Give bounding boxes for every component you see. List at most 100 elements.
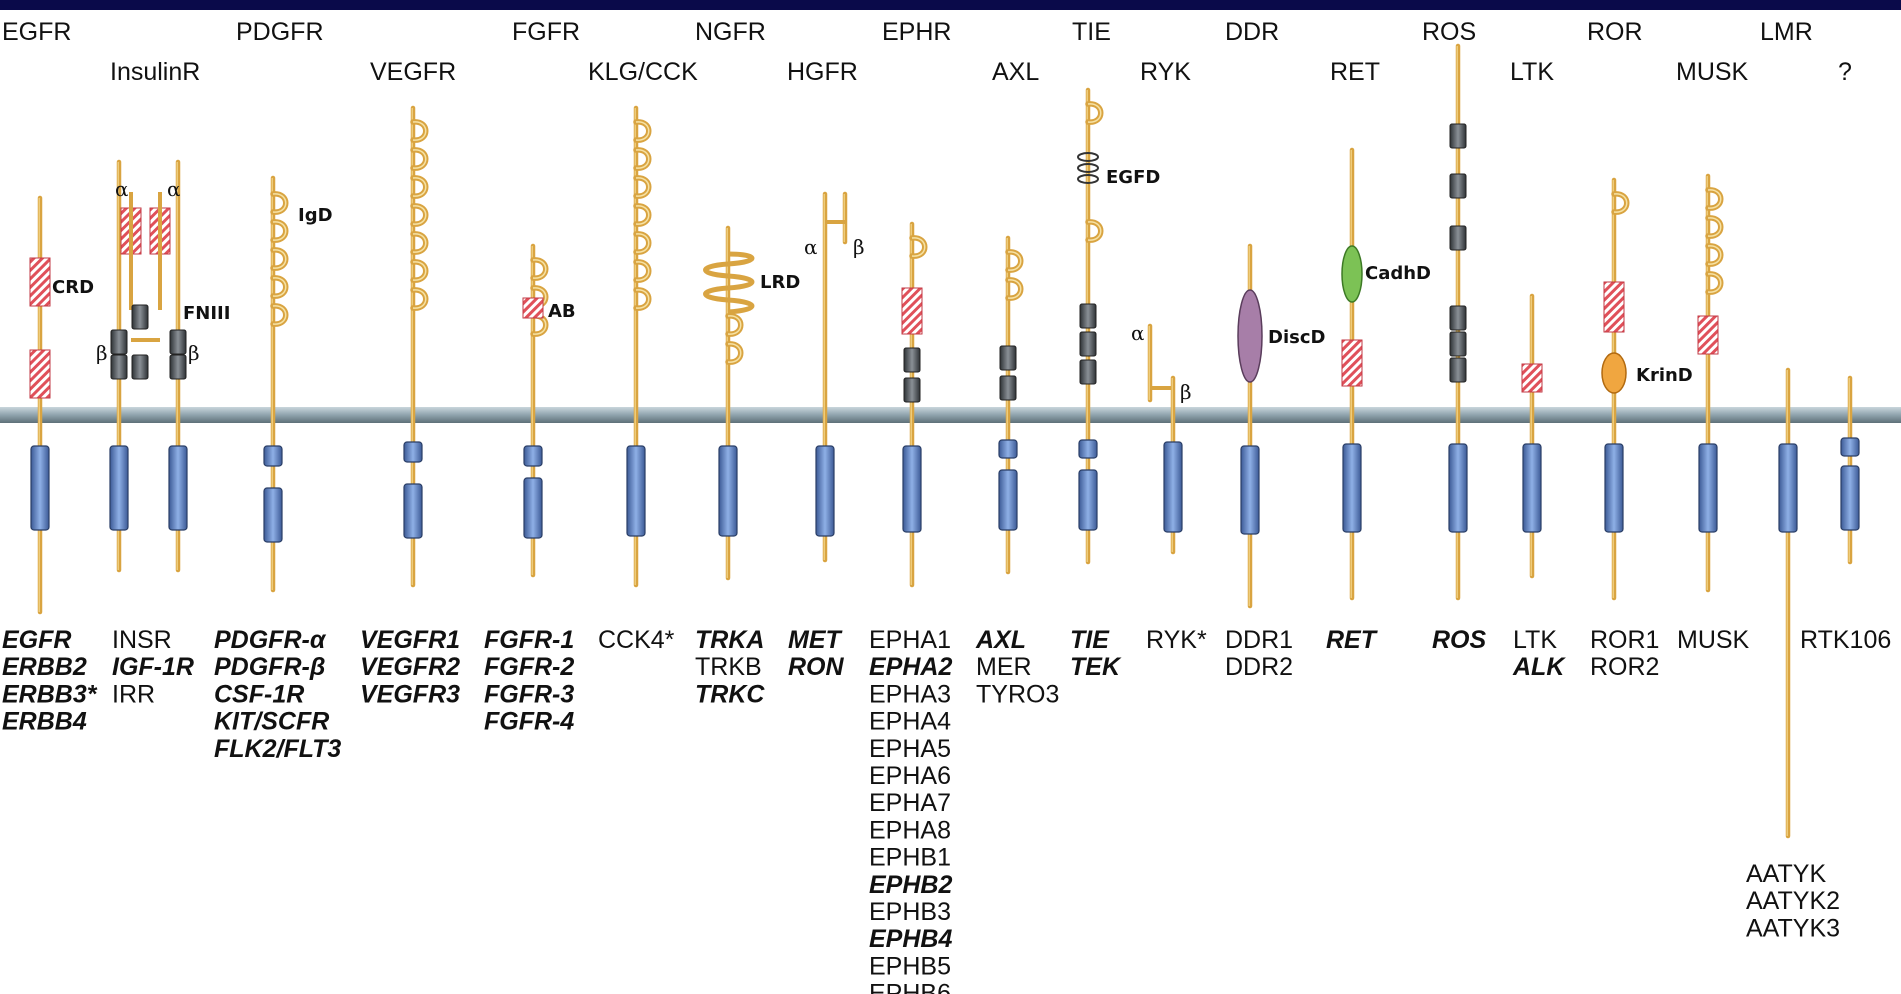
member-pdgfr-3: KIT/SCFR — [214, 708, 329, 736]
family-ryk: RYK — [1140, 58, 1191, 86]
member-ltk-1: ALK — [1512, 653, 1566, 681]
trk-lrd — [703, 251, 755, 315]
member-insulinr-1: IGF-1R — [112, 653, 194, 681]
member-insulinr-2: IRR — [112, 680, 155, 708]
klg-kinase — [626, 445, 646, 537]
member-ephr-7: EPHA8 — [869, 816, 951, 844]
insr-fniii-3 — [110, 329, 128, 355]
member-lmr-0: AATYK — [1746, 860, 1826, 888]
insr-kinase-right — [168, 445, 188, 531]
domain-ab-label: AB — [548, 301, 576, 322]
receptor-structures — [29, 43, 1860, 839]
family-ngfr: NGFR — [695, 18, 766, 46]
ros-fn-6 — [1449, 357, 1467, 383]
ryk-beta: β — [1180, 380, 1192, 404]
member-ngfr-0: TRKA — [695, 626, 764, 654]
tie-fn-2 — [1079, 331, 1097, 357]
rtk106-kinase-1 — [1840, 437, 1860, 457]
member-egfr-1: ERBB2 — [2, 653, 87, 681]
eph-crd — [901, 287, 923, 335]
ltk-kinase — [1522, 443, 1542, 533]
insr-alpha-left: α — [115, 177, 129, 201]
insr-kinase-left — [109, 445, 129, 531]
ddr-kinase — [1240, 445, 1260, 535]
member-ddr-1: DDR2 — [1225, 653, 1293, 681]
member-ngfr-1: TRKB — [695, 653, 762, 681]
ros-fn-5 — [1449, 331, 1467, 357]
member-lmr-2: AATYK3 — [1746, 914, 1840, 942]
domain-lrd-label: LRD — [760, 272, 800, 293]
rtk106-kinase-2 — [1840, 465, 1860, 531]
tie-kinase-2 — [1078, 469, 1098, 531]
member-pdgfr-4: FLK2/FLT3 — [214, 735, 341, 763]
member-egfr-2: ERBB3* — [2, 680, 98, 708]
domain-egfd-label: EGFD — [1106, 167, 1160, 188]
member-hgfr-1: RON — [788, 653, 845, 681]
pdgfr-kinase-2 — [263, 487, 283, 543]
cell-membrane — [0, 407, 1901, 423]
member-insulinr-0: INSR — [112, 626, 172, 654]
member-ros-0: ROS — [1432, 626, 1487, 654]
ros-fn-1 — [1449, 123, 1467, 149]
member-ror-1: ROR2 — [1590, 653, 1659, 681]
family-fgfr: FGFR — [512, 18, 580, 46]
ret-kinase — [1342, 443, 1362, 533]
member-lmr-1: AATYK2 — [1746, 887, 1840, 915]
family-ltk: LTK — [1510, 58, 1554, 86]
family-ros: ROS — [1422, 18, 1476, 46]
tie-fn-1 — [1079, 303, 1097, 329]
member-ephr-12: EPHB5 — [869, 952, 951, 980]
tie-fn-3 — [1079, 359, 1097, 385]
family-ephr: EPHR — [882, 18, 951, 46]
family-hgfr: HGFR — [787, 58, 858, 86]
member-egfr-0: EGFR — [2, 626, 71, 654]
member-ephr-13: EPHB6 — [869, 980, 951, 994]
tie-kinase-1 — [1078, 439, 1098, 459]
fgfr-kinase-2 — [523, 477, 543, 539]
axl-kinase-2 — [998, 469, 1018, 531]
member-ephr-4: EPHA5 — [869, 735, 951, 763]
member-ret-0: RET — [1326, 626, 1379, 654]
member-pdgfr-1: PDGFR-β — [214, 653, 325, 681]
tie-egf-1 — [1077, 152, 1099, 162]
member-ephr-10: EPHB3 — [869, 898, 951, 926]
family-lmr: LMR — [1760, 18, 1813, 46]
member-fgfr-0: FGFR-1 — [484, 626, 574, 654]
ros-kinase — [1448, 443, 1468, 533]
tie-egf-3 — [1077, 174, 1099, 184]
ror-kinase — [1604, 443, 1624, 533]
member-tie-1: TEK — [1070, 653, 1122, 681]
member-vegfr-1: VEGFR2 — [360, 653, 460, 681]
vegfr-kinase-1 — [403, 441, 423, 463]
member-egfr-3: ERBB4 — [2, 708, 87, 736]
domain-crd-label: CRD — [52, 277, 94, 298]
member-ephr-1: EPHA2 — [869, 653, 952, 681]
insr-beta-left: β — [96, 341, 108, 365]
eph-fn-1 — [903, 347, 921, 373]
tie-ig-loop-top-shine — [1087, 103, 1102, 123]
rtk-diagram: EGFR PDGFR FGFR NGFR EPHR TIE DDR ROS RO… — [0, 10, 1901, 994]
met-alpha: α — [804, 235, 818, 259]
egfr-kinase — [30, 445, 50, 531]
ros-fn-3 — [1449, 225, 1467, 251]
ror-kringle — [1601, 352, 1627, 394]
member-ephr-8: EPHB1 — [869, 844, 951, 872]
pdgfr-ig-loops-shine — [272, 193, 287, 325]
eph-kinase — [902, 445, 922, 533]
domain-krind-label: KrinD — [1636, 365, 1693, 386]
axl-fn-1 — [999, 345, 1017, 371]
domain-cadhd-label: CadhD — [1365, 263, 1431, 284]
family-ror: ROR — [1587, 18, 1643, 46]
family-ret: RET — [1330, 58, 1380, 86]
member-hgfr-0: MET — [788, 626, 844, 654]
eph-fn-2 — [903, 377, 921, 403]
member-ryk-0: RYK* — [1146, 626, 1207, 654]
insr-fniii-4 — [169, 329, 187, 355]
member-ephr-11: EPHB4 — [869, 925, 952, 953]
family-tie: TIE — [1072, 18, 1111, 46]
domain-fniii-label: FNIII — [183, 303, 230, 324]
ror-crd — [1603, 281, 1625, 333]
trk-ig-loops-shine — [727, 315, 742, 363]
ryk-kinase — [1163, 441, 1183, 533]
member-axl-2: TYRO3 — [976, 680, 1059, 708]
